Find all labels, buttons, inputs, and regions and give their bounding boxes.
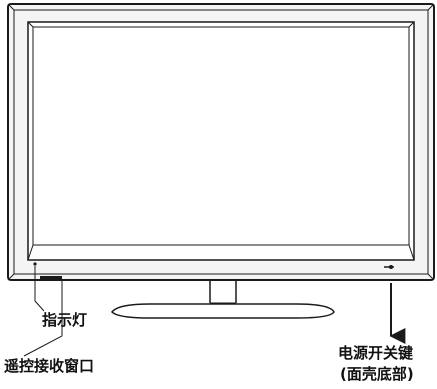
tv-screen (27, 21, 415, 261)
tv-stand (111, 281, 335, 319)
remote-leader-line (23, 279, 63, 357)
indicator-light (33, 262, 37, 266)
remote-window-label: 遥控接收窗口 (4, 357, 95, 375)
power-switch-label: 电源开关键 (338, 344, 414, 362)
remote-receiver-window (40, 276, 62, 279)
indicator-leader-line (34, 266, 45, 312)
power-switch-location-label: (面壳底部) (340, 365, 414, 383)
indicator-label: 指示灯 (42, 311, 88, 329)
power-switch-marker (384, 265, 394, 269)
